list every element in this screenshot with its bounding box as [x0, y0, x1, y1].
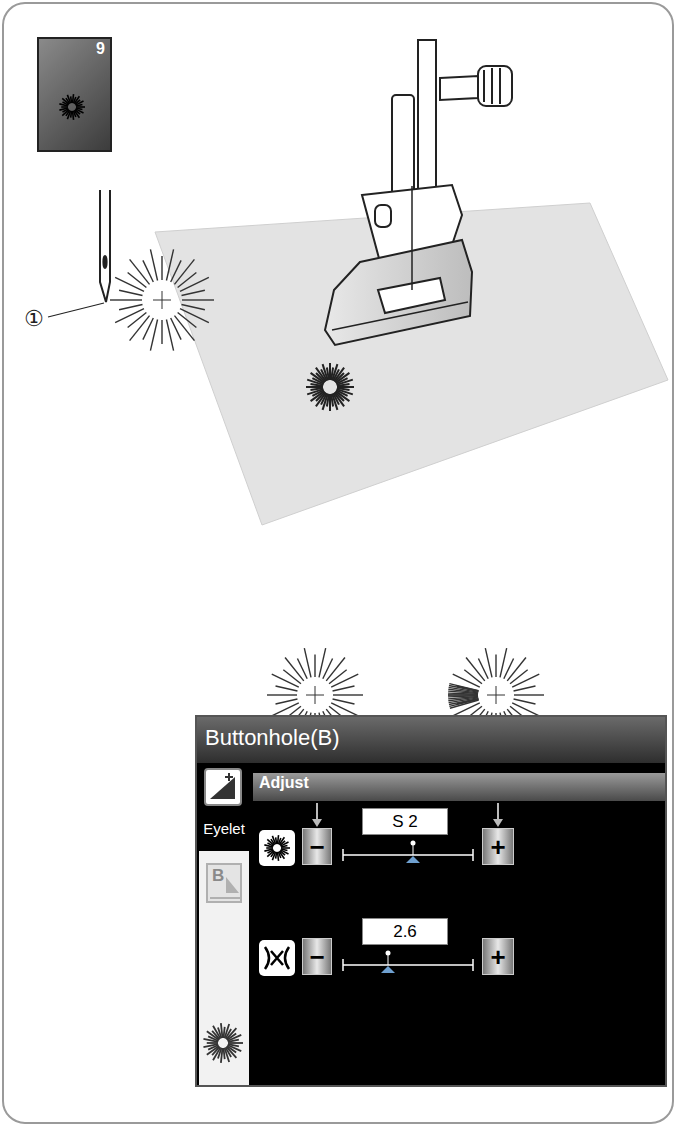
page-frame [3, 3, 673, 1123]
lcd-screen: Buttonhole(B) EyeletB Adjust − S 2 + − 2.6 + [195, 715, 667, 1087]
eyelet-diagram [110, 249, 214, 350]
node-text: + [490, 944, 505, 970]
presser-foot [325, 40, 512, 345]
plus-button: + [482, 828, 514, 865]
node-text: 2.6 [393, 923, 417, 940]
value-box: 2.6 [362, 918, 448, 945]
node-text: B [212, 867, 224, 884]
node-text: Buttonhole(B) [205, 727, 340, 749]
minus-button: − [302, 828, 332, 865]
sidebar-icons [199, 763, 249, 1085]
node-text: − [309, 944, 324, 970]
plus-button: + [482, 938, 514, 975]
adjust-panel: Adjust − S 2 + − 2.6 + [253, 765, 665, 1085]
mode-icon: B [206, 863, 242, 903]
stitched-eyelet [306, 363, 354, 411]
node-text: Eyelet [199, 821, 249, 836]
node-text: + [490, 834, 505, 860]
adjust-controls [253, 765, 665, 1085]
node-text: Adjust [259, 775, 309, 791]
mode-sidebar: EyeletB [199, 763, 249, 1085]
node-text: − [309, 834, 324, 860]
minus-button: − [302, 938, 332, 975]
node-text: S 2 [392, 813, 418, 830]
pattern-button: 9 [37, 37, 112, 152]
node-text: 9 [96, 41, 105, 57]
leader-line [48, 303, 104, 317]
needle [100, 190, 110, 302]
callout-number: ① [24, 306, 44, 331]
value-box: S 2 [362, 808, 448, 835]
